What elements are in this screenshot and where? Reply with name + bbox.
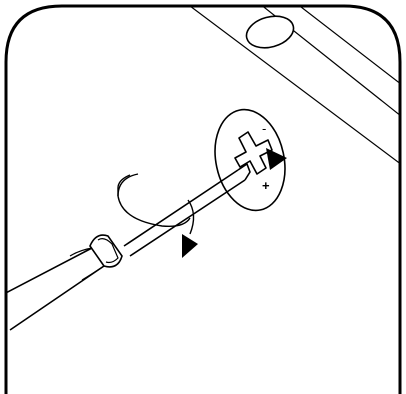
- screw-pointer-arrow-icon: [266, 148, 287, 170]
- rotation-arrow-head-icon: [182, 234, 198, 258]
- screwdriver-ferrule: [89, 234, 123, 268]
- rotation-arrow-line: [117, 174, 131, 196]
- rounded-frame: [4, 4, 402, 394]
- panel-edge-line-3: [291, 6, 400, 89]
- screwdriver-handle: [6, 247, 105, 331]
- screwdriver-tip: [237, 163, 251, 181]
- plus-mark: +: [262, 178, 270, 193]
- phillips-screw-head: [234, 131, 273, 175]
- panel-edge-line: [181, 6, 400, 169]
- screwdriver-shaft: [123, 169, 246, 257]
- rotation-arrow-stem: [187, 199, 195, 235]
- minus-mark: -: [262, 121, 266, 136]
- rotation-arrow-icon: [117, 173, 191, 228]
- screwdriver-handle-curve: [69, 247, 105, 281]
- panel-oval-hole: [245, 15, 295, 49]
- ferrule-band: [97, 238, 119, 264]
